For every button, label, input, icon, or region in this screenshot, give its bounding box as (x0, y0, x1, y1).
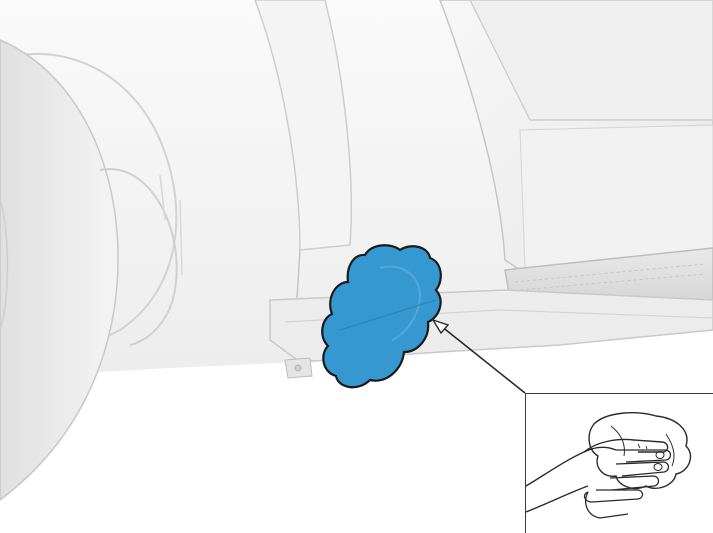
hand-wiping-cloth-icon (526, 394, 713, 533)
finger-4-icon (585, 490, 643, 502)
door-lower-panel (520, 125, 713, 268)
thumb-icon (586, 492, 628, 518)
arm-lower-edge-icon (526, 486, 588, 512)
detail-inset-box (525, 393, 713, 533)
bracket-bolt (295, 365, 301, 371)
